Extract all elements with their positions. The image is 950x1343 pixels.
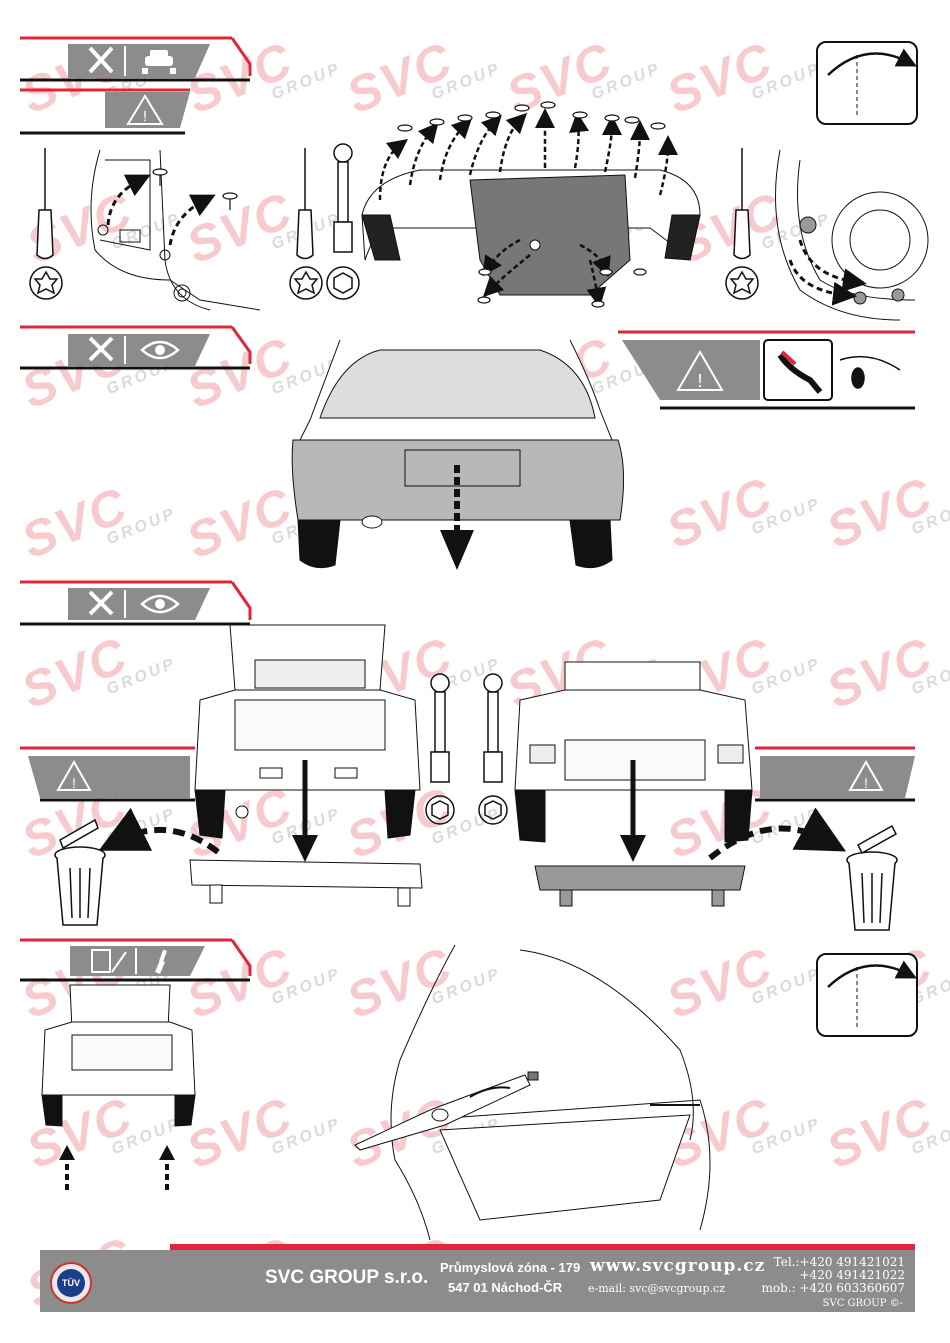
down-arrow [440, 465, 474, 570]
tel-line2: +420 491421022 [799, 1268, 906, 1282]
svg-text:!: ! [143, 108, 147, 125]
footer-accent-line [170, 1244, 915, 1250]
hex-socket-icon [478, 795, 508, 825]
socket-wrench-icon [483, 673, 503, 783]
wheel-arch-right [775, 149, 929, 321]
car-rear-small [41, 984, 196, 1127]
torx-bit-icon [725, 266, 759, 300]
car-lift-icon [142, 50, 176, 74]
electrical-warning-panel: ! [618, 330, 915, 410]
brush-icon [155, 949, 167, 974]
screw-icon [152, 168, 238, 210]
footer-band: TÜV SVC GROUP s.r.o. Průmyslová zóna - 1… [40, 1250, 915, 1312]
hex-socket-icon [326, 266, 360, 300]
website-link[interactable]: www.svcgroup.cz [590, 1256, 766, 1276]
removal-arrows [106, 174, 216, 246]
address-line1: Průmyslová zóna - 179 [440, 1260, 581, 1275]
wrench-screwdriver-icon [88, 46, 114, 74]
trash-bin-icon [846, 824, 898, 931]
cable-plug-icon [763, 339, 833, 401]
mob-line: mob.: +420 603360607 [761, 1281, 905, 1295]
discard-arrow-right [708, 807, 847, 861]
eye-icon [140, 594, 180, 614]
svg-text:!: ! [72, 775, 76, 791]
screwdriver-tool [296, 148, 314, 260]
wrench-screwdriver-icon [88, 336, 114, 362]
warning-icon: ! [676, 350, 724, 391]
right-warning-band: ! [755, 746, 915, 802]
step4-header [20, 938, 252, 982]
rear-bumper-underside [361, 169, 701, 296]
screw-icon [397, 101, 666, 308]
cert-logo-inner: TÜV [57, 1269, 85, 1297]
crash-beam-right [534, 865, 746, 907]
crash-beam-left [189, 859, 423, 907]
hex-socket-icon [425, 795, 455, 825]
drill-icon [839, 355, 901, 389]
torx-bit-icon [289, 266, 323, 300]
trash-bin-icon [54, 818, 106, 926]
down-arrow [292, 760, 318, 862]
socket-wrench-icon [333, 143, 353, 253]
eye-icon [140, 340, 180, 360]
document-brush-icon [91, 949, 127, 973]
step3-header [20, 580, 252, 626]
company-name: SVC GROUP s.r.o. [265, 1267, 429, 1288]
left-warning-band: ! [20, 746, 195, 802]
brand-mark: SVC GROUP ©- [822, 1298, 903, 1309]
car-rear-view [291, 339, 625, 569]
email-link[interactable]: e-mail: svc@svcgroup.cz [588, 1282, 725, 1295]
screw-removal-arrows [378, 108, 678, 308]
wheel-arch-detail [90, 149, 261, 311]
rotate-arrow-icon [816, 953, 918, 1037]
rotate-arrow-icon [816, 41, 918, 125]
step1-header [20, 36, 252, 82]
step1-warning-header: ! [20, 88, 190, 135]
sealant-detail [354, 944, 711, 1241]
down-arrow [620, 760, 646, 862]
screwdriver-tool [36, 148, 54, 260]
up-arrow [59, 1145, 175, 1190]
torx-bit-icon [29, 266, 63, 300]
car-rear-open-left [194, 624, 421, 839]
cert-logo: TÜV [50, 1262, 92, 1304]
step2-header [20, 325, 252, 370]
svg-text:!: ! [697, 371, 702, 391]
tel-line1: Tel.:+420 491421021 [773, 1255, 905, 1269]
svg-text:!: ! [864, 775, 868, 791]
wrench-screwdriver-icon [88, 590, 114, 616]
address-line2: 547 01 Náchod-ČR [448, 1280, 563, 1295]
phone-numbers: Tel.:+420 491421021 +420 491421022 mob.:… [762, 1256, 905, 1295]
warning-icon: ! [126, 94, 164, 125]
removal-arrows [788, 239, 867, 306]
screwdriver-tool [733, 148, 751, 260]
warning-icon: ! [848, 759, 884, 791]
socket-wrench-icon [430, 673, 450, 783]
warning-icon: ! [56, 759, 92, 791]
